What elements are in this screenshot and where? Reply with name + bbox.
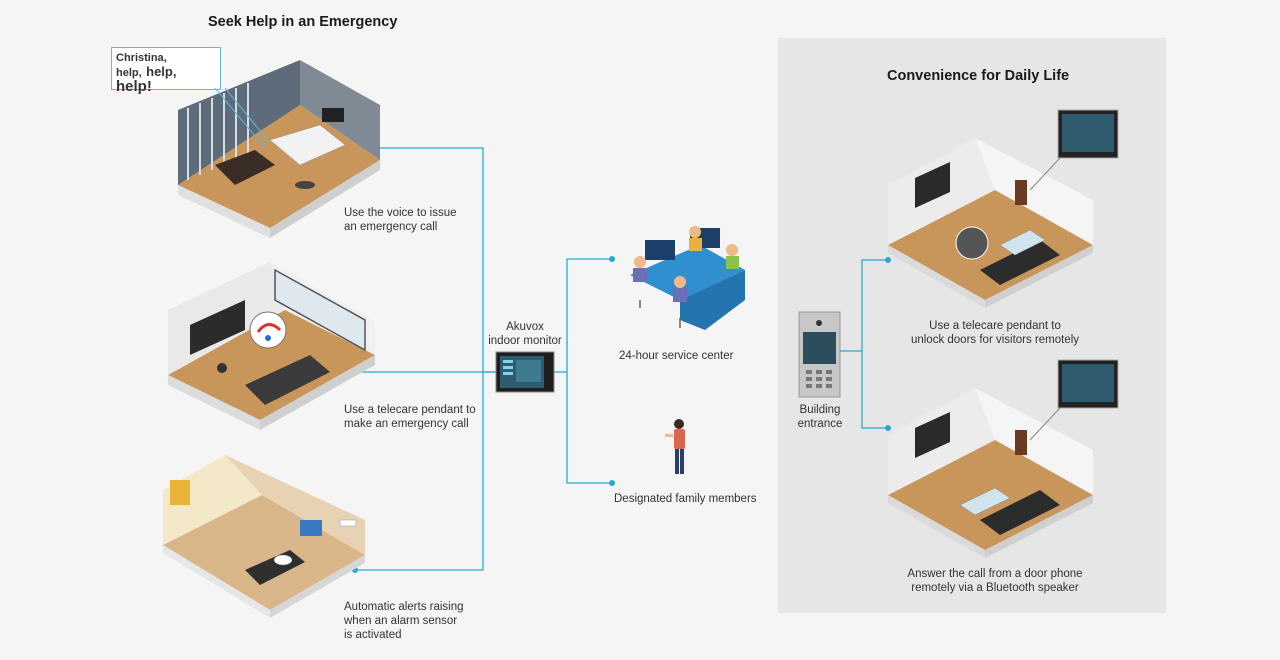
connector-left-bus — [355, 147, 484, 571]
caption-answer-call: Answer the call from a door phone remote… — [907, 568, 1083, 594]
speech-bubble-tail — [215, 88, 271, 149]
connector-lines — [355, 147, 888, 571]
family-member-figure — [665, 419, 685, 474]
speech-word-1: help, — [116, 67, 142, 79]
speech-name: Christina, — [116, 52, 167, 64]
speech-bubble: Christina, help, help, help! — [111, 47, 221, 94]
caption-voice-call: Use the voice to issue an emergency call — [344, 207, 457, 233]
left-section-title: Seek Help in an Emergency — [208, 14, 398, 30]
service-center-label: 24-hour service center — [619, 350, 734, 362]
service-center-illustration — [630, 226, 745, 330]
living-room-illustration-5 — [888, 359, 1119, 558]
family-members-label: Designated family members — [614, 493, 757, 505]
indoor-monitor-device — [495, 351, 555, 393]
caption-pendant-call: Use a telecare pendant to make an emerge… — [344, 404, 476, 430]
speech-word-2: help, — [146, 64, 177, 79]
building-entrance-label: Building entrance — [797, 404, 843, 430]
living-room-illustration-2 — [168, 262, 375, 430]
living-room-illustration-4 — [888, 109, 1119, 308]
connector-right-bus — [861, 259, 888, 429]
connector-center-bus — [566, 258, 612, 484]
monitor-label: Akuvox indoor monitor — [488, 321, 562, 347]
speech-word-3: help! — [116, 78, 152, 95]
apartment-illustration-3 — [163, 455, 365, 618]
right-section-title: Convenience for Daily Life — [887, 68, 1070, 84]
caption-alarm-sensor: Automatic alerts raising when an alarm s… — [344, 601, 464, 641]
caption-unlock-doors: Use a telecare pendant to unlock doors f… — [910, 320, 1080, 346]
door-phone-device — [798, 311, 841, 398]
living-room-illustration-1 — [178, 60, 380, 238]
